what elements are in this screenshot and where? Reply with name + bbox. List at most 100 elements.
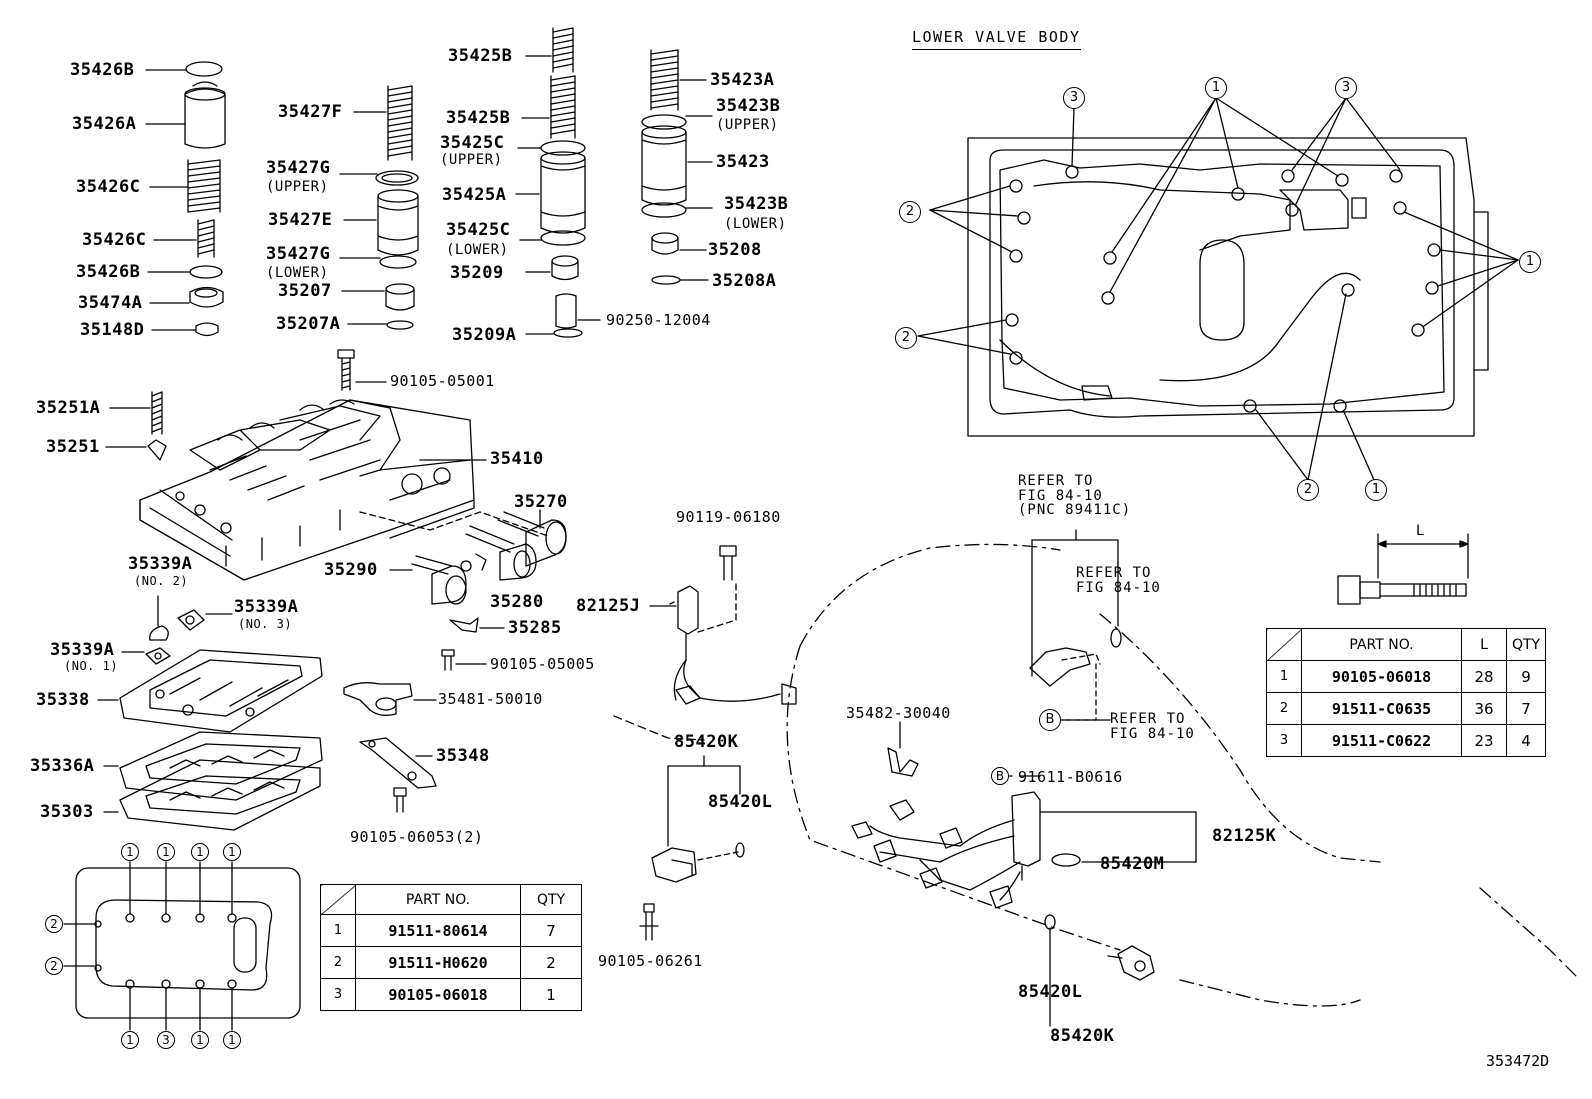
part-number: 91511-80614 <box>355 914 521 947</box>
placement-lines <box>359 511 549 537</box>
part-label-35290: 35290 <box>324 560 378 580</box>
table-row: 1 90105-06018 28 9 <box>1266 660 1546 693</box>
row-index: 3 <box>1266 724 1302 757</box>
part-note-upper: (UPPER) <box>716 117 779 133</box>
part-label-35208A: 35208A <box>712 271 777 291</box>
callout-bubble-1: 1 <box>191 1031 209 1049</box>
part-label-35339A: 35339A <box>234 597 299 617</box>
reference-note-fig[interactable]: REFER TO FIG 84-10 <box>1076 566 1161 595</box>
lower-valve-body <box>967 137 1489 437</box>
part-label-85420L: 85420L <box>708 792 773 812</box>
reference-line: FIG 84-10 <box>1018 487 1103 504</box>
callout-bubble-2: 2 <box>1297 479 1319 501</box>
table-header-qty: QTY <box>520 884 582 915</box>
callout-bubble-1: 1 <box>223 843 241 861</box>
part-label-35427E: 35427E <box>268 210 333 230</box>
part-label-35426C: 35426C <box>82 230 147 250</box>
callout-bubble-1: 1 <box>1365 479 1387 501</box>
part-number: 91511-H0620 <box>355 946 521 979</box>
part-label-35426A: 35426A <box>72 114 137 134</box>
quantity: 1 <box>520 978 582 1011</box>
valve-stack-35427 <box>339 85 419 330</box>
part-label-35251A: 35251A <box>36 398 101 418</box>
valve-body-leaders <box>917 97 1519 481</box>
reference-note-pnc[interactable]: REFER TO FIG 84-10 (PNC 89411C) <box>1018 474 1131 518</box>
callout-bubble-1: 1 <box>223 1031 241 1049</box>
part-label-85420L: 85420L <box>1018 982 1083 1002</box>
table-header-l: L <box>1461 628 1507 661</box>
bolt-dimension <box>1337 533 1469 605</box>
speed-sensor-85420K <box>1044 914 1155 1027</box>
part-label-90119-06180: 90119-06180 <box>676 508 781 526</box>
part-label-85420M: 85420M <box>1100 854 1165 874</box>
quantity: 2 <box>520 946 582 979</box>
gasket-35336A <box>103 731 323 801</box>
callout-bubble-3: 3 <box>1063 87 1085 109</box>
part-label-35425A: 35425A <box>442 185 507 205</box>
detent-plate-35348 <box>359 737 437 789</box>
solenoid-35280 <box>465 525 537 581</box>
part-number: 91511-C0622 <box>1301 724 1462 757</box>
reference-marker-b: B <box>991 767 1009 785</box>
bolt-length-label: L <box>1416 523 1425 539</box>
wire-harness-82125K <box>851 791 1197 909</box>
part-label-90105-05001: 90105-05001 <box>390 372 495 390</box>
part-note-lower: (LOWER) <box>446 242 509 258</box>
bolt-90105-05001 <box>337 349 387 391</box>
table-row: 3 90105-06018 1 <box>320 978 582 1011</box>
bolt-table-lower-valve-body: PART NO. L QTY 1 90105-06018 28 9 2 9151… <box>1266 628 1546 757</box>
sensor-refer-group <box>1029 529 1122 721</box>
spring-35251A <box>105 391 167 461</box>
bracket-35482 <box>887 721 919 777</box>
part-label-35280: 35280 <box>490 592 544 612</box>
reference-note-b[interactable]: REFER TO FIG 84-10 <box>1110 712 1195 741</box>
part-label-35427F: 35427F <box>278 102 343 122</box>
reference-line: REFER TO <box>1018 473 1094 489</box>
row-index: 2 <box>320 946 356 979</box>
callout-bubble-1: 1 <box>1519 251 1541 273</box>
part-label-35209: 35209 <box>450 263 504 283</box>
part-label-35425B: 35425B <box>448 46 513 66</box>
callout-bubble-1: 1 <box>121 1031 139 1049</box>
reference-line: FIG 84-10 <box>1110 725 1195 742</box>
table-header-qty: QTY <box>1506 628 1546 661</box>
check-balls-35339A <box>121 595 233 665</box>
part-note-no1: (NO. 1) <box>64 659 119 673</box>
reference-line: FIG 84-10 <box>1076 579 1161 596</box>
quantity: 4 <box>1506 724 1546 757</box>
table-row: 3 91511-C0622 23 4 <box>1266 724 1546 757</box>
part-label-35207A: 35207A <box>276 314 341 334</box>
part-label-35423B: 35423B <box>724 194 789 214</box>
part-note-upper: (UPPER) <box>440 152 503 168</box>
gasket-35303 <box>103 759 321 831</box>
part-label-35427G: 35427G <box>266 244 331 264</box>
part-label-35423: 35423 <box>716 152 770 172</box>
part-label-35270: 35270 <box>514 492 568 512</box>
part-label-35426B: 35426B <box>76 262 141 282</box>
clip-35481 <box>343 682 437 716</box>
part-note-lower: (LOWER) <box>724 216 787 232</box>
part-label-35303: 35303 <box>40 802 94 822</box>
plate-outline-box <box>63 861 301 1031</box>
part-label-35339A: 35339A <box>50 640 115 660</box>
reference-line: REFER TO <box>1110 711 1186 727</box>
part-label-35426B: 35426B <box>70 60 135 80</box>
callout-bubble-2: 2 <box>45 915 63 933</box>
valve-stack-35423 <box>641 49 713 285</box>
part-label-35481-50010: 35481-50010 <box>438 690 543 708</box>
part-label-35474A: 35474A <box>78 293 143 313</box>
quantity: 7 <box>1506 692 1546 725</box>
sleeve-stack-35426 <box>145 61 226 337</box>
part-note-lower: (LOWER) <box>266 265 329 281</box>
quantity: 9 <box>1506 660 1546 693</box>
part-label-90105-05005: 90105-05005 <box>490 655 595 673</box>
table-corner-cell <box>320 884 356 915</box>
part-label-35423A: 35423A <box>710 70 775 90</box>
part-number: 90105-06018 <box>1301 660 1462 693</box>
row-index: 1 <box>320 914 356 947</box>
length: 28 <box>1461 660 1507 693</box>
section-title: LOWER VALVE BODY <box>912 28 1081 50</box>
case-outline-dashed <box>786 543 1581 1007</box>
part-label-35425C: 35425C <box>446 220 511 240</box>
